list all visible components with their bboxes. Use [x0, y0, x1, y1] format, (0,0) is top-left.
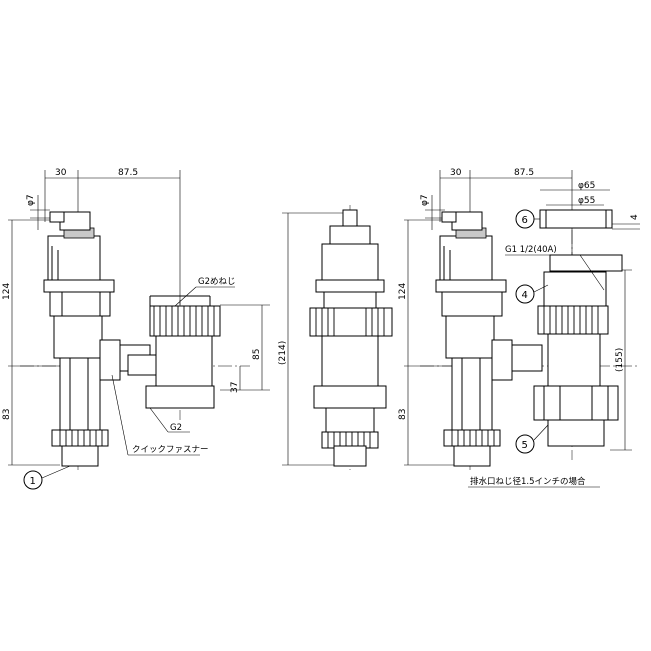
callout-1: 1	[30, 476, 36, 487]
callout-5-circle	[515, 434, 535, 454]
left-dim-85: 85	[252, 349, 262, 360]
right-dim-30: 30	[450, 168, 462, 178]
right-dim-phi7: φ7	[420, 194, 430, 206]
label-g2-female-thread: G2めねじ	[198, 277, 236, 287]
left-view: 30 87.5 φ7 124 83	[2, 168, 270, 490]
right-dim-4: 4	[630, 214, 640, 220]
label-quick-fastener: クイックファスナー	[132, 445, 209, 455]
left-dim-30: 30	[55, 168, 67, 178]
callout-4-circle	[515, 284, 535, 304]
right-dim-124: 124	[398, 283, 408, 300]
left-dim-87-5: 87.5	[118, 168, 138, 178]
right-dim-phi55: φ55	[578, 196, 595, 206]
label-g2: G2	[170, 423, 182, 433]
right-dim-87-5: 87.5	[514, 168, 534, 178]
right-view: 30 87.5 φ7 φ65 φ55 4 6 124 83 (155)	[398, 168, 640, 488]
callout-6: 6	[522, 215, 528, 226]
label-g1-half-40a: G1 1/2(40A)	[505, 245, 557, 255]
callout-1-circle	[23, 470, 43, 490]
callout-4: 4	[522, 290, 528, 301]
left-dim-phi7: φ7	[26, 194, 36, 206]
middle-dim-214: (214)	[278, 341, 288, 365]
caption-drain-thread: 排水口ねじ径1.5インチの場合	[470, 476, 586, 487]
left-dim-37: 37	[230, 382, 240, 393]
callout-5: 5	[522, 440, 528, 451]
right-dim-83: 83	[398, 409, 408, 420]
left-dim-124: 124	[2, 283, 12, 300]
middle-view: (214)	[278, 205, 393, 470]
left-dim-83: 83	[2, 409, 12, 420]
right-dim-155: (155)	[615, 348, 625, 372]
right-dim-phi65: φ65	[578, 181, 595, 191]
